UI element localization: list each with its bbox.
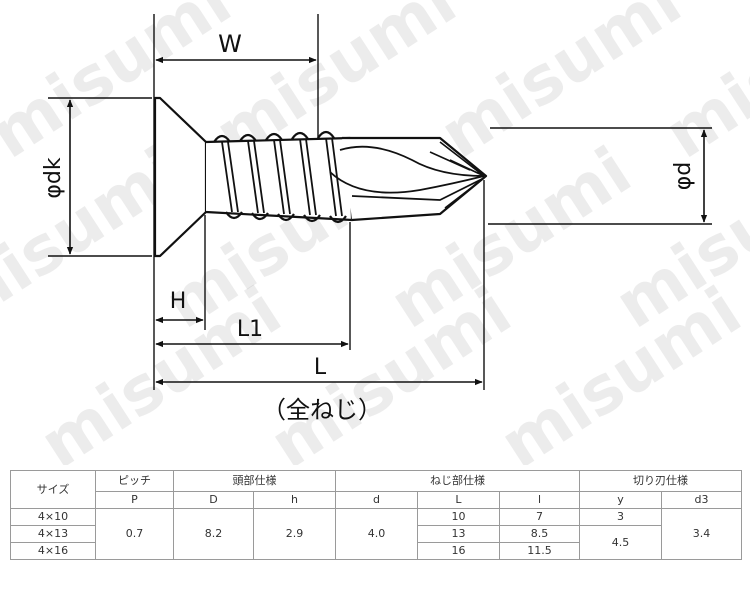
cell-L: 16 [417, 542, 500, 560]
cell-y-long: 4.5 [579, 525, 663, 560]
extension-lines [48, 14, 712, 390]
cell-d3: 3.4 [661, 508, 743, 560]
label-full-thread: （全ねじ） [262, 396, 382, 424]
subheader-l: l [498, 491, 581, 509]
cell-size: 4×10 [10, 508, 96, 526]
table-row: 4×13 13 8.5 4.5 [10, 525, 742, 560]
label-l1: L1 [237, 317, 263, 342]
label-dk: φdk [41, 157, 66, 198]
cell-pitch: 0.7 [95, 508, 174, 560]
cell-head-D: 8.2 [173, 508, 254, 560]
table-row: 4×16 16 11.5 [10, 542, 742, 560]
drill-tip-lines [429, 141, 485, 209]
cell-head-h: 2.9 [253, 508, 336, 560]
header-pitch: ピッチ [95, 470, 174, 492]
subheader-D: D [173, 491, 254, 509]
header-head-spec: 頭部仕様 [173, 470, 336, 492]
table-row: 4×10 0.7 8.2 2.9 4.0 10 7 3 3.4 [10, 508, 743, 560]
label-d: φd [671, 162, 696, 190]
dimension-lines [66, 56, 708, 386]
subheader-p: P [95, 491, 174, 509]
table-group-header-row: サイズ ピッチ 頭部仕様 ねじ部仕様 切り刃仕様 [10, 470, 743, 509]
thread-crests-top [213, 130, 335, 143]
cell-l: 7 [498, 508, 581, 526]
watermark-text: misumi [27, 272, 295, 465]
cell-l: 11.5 [498, 542, 581, 560]
spec-table: サイズ ピッチ 頭部仕様 ねじ部仕様 切り刃仕様 P D h d L l y d… [10, 470, 743, 560]
label-h: H [170, 289, 187, 314]
cell-l: 8.5 [498, 525, 581, 543]
subheader-y: y [579, 491, 663, 509]
cell-y: 3 [579, 508, 663, 526]
cell-L: 13 [417, 525, 500, 543]
screw-head [153, 96, 208, 258]
cell-L: 10 [417, 508, 500, 526]
cell-thread-d: 4.0 [335, 508, 418, 560]
table-sub-header-row: P D h d L l y d3 [11, 491, 743, 509]
label-l: L [314, 355, 327, 380]
subheader-d3: d3 [661, 491, 743, 509]
drill-flute-curve [329, 145, 485, 201]
thread-crests-bottom [225, 211, 347, 224]
label-w: W [218, 30, 242, 58]
header-cut-spec: 切り刃仕様 [579, 470, 743, 492]
header-thread-spec: ねじ部仕様 [334, 470, 581, 492]
subheader-h: h [253, 491, 336, 509]
cell-size: 4×13 [10, 525, 96, 543]
screw-shape [153, 96, 488, 258]
screw-drawing: misumi misumi misumi misumi misumi misum… [0, 0, 750, 465]
header-size: サイズ [10, 470, 96, 509]
thread-helix [221, 137, 343, 217]
drill-flute [342, 136, 488, 222]
cell-size: 4×16 [10, 542, 96, 560]
subheader-d: d [335, 491, 418, 509]
subheader-L: L [417, 491, 500, 509]
